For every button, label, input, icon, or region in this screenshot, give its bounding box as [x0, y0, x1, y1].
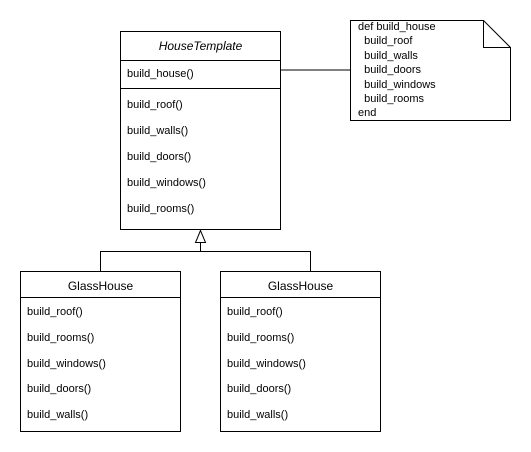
note-line: def build_house — [358, 21, 436, 33]
glass-house-class-right: GlassHouse build_roof() build_rooms() bu… — [220, 271, 381, 432]
class-method: build_doors() — [27, 383, 92, 395]
class-method: build_windows() — [227, 358, 306, 370]
note-line: end — [358, 107, 377, 120]
class-method: build_roof() — [127, 99, 183, 111]
note-fold — [483, 20, 511, 48]
class-method: build_windows() — [127, 177, 206, 189]
class-method: build_doors() — [227, 383, 292, 395]
note-shape — [350, 20, 511, 121]
class-method: build_walls() — [227, 409, 289, 421]
class-name: HouseTemplate — [158, 39, 243, 53]
note-line: build_walls — [358, 49, 418, 62]
template-method: build_house() — [127, 68, 194, 80]
class-method: build_walls() — [27, 409, 89, 421]
class-method: build_rooms() — [127, 203, 195, 215]
class-method: build_doors() — [127, 151, 192, 163]
note-line: build_roof — [358, 35, 413, 48]
note-line: build_doors — [358, 64, 421, 77]
glass-house-class-left: GlassHouse build_roof() build_rooms() bu… — [20, 271, 181, 432]
class-method: build_roof() — [27, 306, 83, 318]
note-line: build_rooms — [358, 93, 425, 106]
class-method: build_rooms() — [27, 332, 95, 344]
note-line: build_windows — [358, 78, 436, 91]
inheritance-arrow-icon — [194, 229, 207, 243]
class-divider — [121, 88, 280, 89]
class-method: build_walls() — [127, 125, 189, 137]
class-method: build_rooms() — [227, 332, 295, 344]
class-divider — [221, 297, 380, 298]
class-method: build_roof() — [227, 306, 283, 318]
class-divider — [21, 297, 180, 298]
class-name: GlassHouse — [267, 279, 334, 293]
class-method: build_windows() — [27, 358, 106, 370]
class-name: GlassHouse — [67, 279, 134, 293]
house-template-class: HouseTemplate build_house() build_roof()… — [120, 31, 281, 230]
note-text: def build_house build_roof build_walls b… — [358, 20, 436, 121]
class-divider — [121, 60, 280, 61]
